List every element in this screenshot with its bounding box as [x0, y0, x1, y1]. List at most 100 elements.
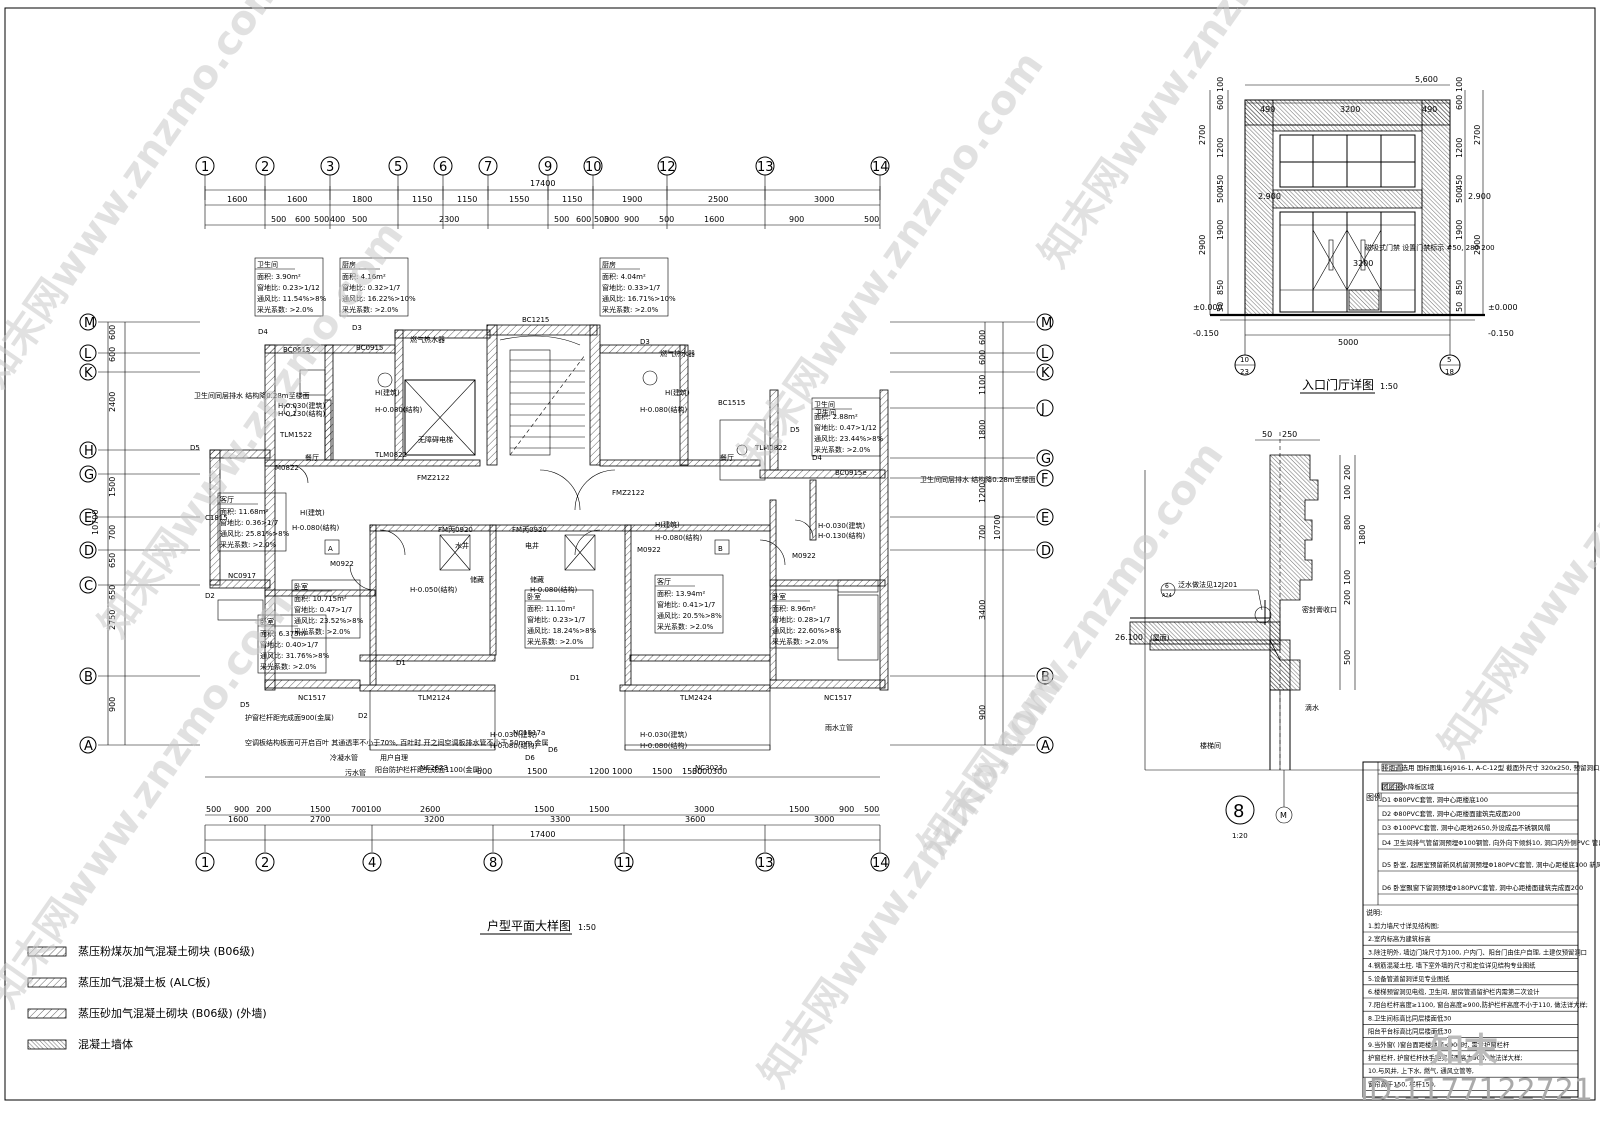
plan-label-h0080: H-0.080(结构) — [640, 405, 688, 414]
dim-right: 3400 — [978, 600, 987, 620]
axis-label-bottom: 1 — [201, 856, 209, 871]
legend-box-smoke — [1381, 763, 1403, 772]
note-line: 6.楼梯预留洞见电缆, 卫生间, 厨房管道留护栏内需第二次设计 — [1368, 987, 1540, 996]
dim-left: 600 — [108, 347, 117, 362]
plan-scale: 1:50 — [578, 923, 596, 932]
axis-label-top: 14 — [872, 160, 889, 175]
plan-label-drain-note2: 卫生间同层排水 结构降0.28m至楼面 — [920, 475, 1036, 484]
room-window-ratio: 窗地比: 0.41>1/7 — [657, 600, 715, 609]
elev-left-dim: 2700 — [1198, 125, 1207, 145]
axis-label-right: G — [1041, 452, 1051, 467]
note-line: 窗帘高于150, 栏杆150, — [1368, 1079, 1436, 1088]
legend-item: 蒸压砂加气混凝土砌块 (B06级) (外墙) — [78, 1006, 267, 1020]
elev-right-dim: 100 — [1455, 77, 1464, 92]
dim-right: 1200 — [978, 483, 987, 503]
dim-bottom-2: 1500 — [789, 805, 809, 814]
dim-bottom-2: 500 — [864, 805, 879, 814]
dim-bottom-2: 900 — [234, 805, 249, 814]
axis-bubble — [870, 852, 890, 872]
elev-axis-right-bottom: 18 — [1445, 368, 1454, 376]
axis-label-bottom: 11 — [616, 856, 633, 871]
plan-label-bc0915: BC0915 — [356, 344, 383, 352]
dim-bottom-2: 200 — [256, 805, 271, 814]
plan-label-kt: 卫生间 — [815, 408, 836, 417]
plan-label-d4b: D4 — [812, 454, 822, 462]
dim-top-1: 1150 — [562, 195, 582, 204]
axis-label-top: 13 — [757, 160, 774, 175]
section-drip: 滴水 — [1305, 703, 1319, 712]
plan-label-elevator: 无障碍电梯 — [418, 435, 453, 444]
room-name: 卫生间 — [257, 260, 278, 269]
dim-top-2: 600 — [295, 215, 310, 224]
elev-level-m150-right: -0.150 — [1488, 329, 1514, 338]
axis-label-right: E — [1041, 511, 1049, 526]
axis-label-top: 12 — [659, 160, 676, 175]
elevation-title: 入口门厅详图 — [1302, 377, 1374, 392]
elev-left-dim: 850 — [1216, 280, 1225, 295]
axis-bubble — [583, 156, 603, 176]
axis-bubble — [1036, 313, 1054, 331]
dim-top-2: 500 — [314, 215, 329, 224]
plan-label-nc2623: NC2623 — [420, 764, 448, 772]
room-area: 面积: 6.375m² — [260, 629, 308, 638]
section-right-dim: 800 — [1343, 515, 1352, 530]
dim-right: 900 — [978, 705, 987, 720]
axis-label-right: L — [1041, 347, 1049, 362]
axis-label-top: 10 — [585, 160, 602, 175]
legend-swatch — [27, 1039, 67, 1050]
plan-label-nc3023: NC3023 — [695, 764, 723, 772]
room-name: 客厅 — [657, 577, 671, 586]
unit-b-label: B — [718, 545, 723, 553]
elev-right-dim: 600 — [1455, 95, 1464, 110]
dim-bottom-2: 100 — [366, 805, 381, 814]
unit-marks: A B — [324, 539, 730, 555]
note-line: 9.当外窗( )窗台面距楼地面<900时, 需设护窗栏杆 — [1368, 1040, 1510, 1049]
axis-bubble — [1036, 344, 1054, 362]
notes-title: 说明: — [1366, 908, 1382, 917]
axis-bubble — [1036, 469, 1054, 487]
axis-label-bottom: 4 — [368, 856, 376, 871]
dim-top-2: 500 — [271, 215, 286, 224]
dim-top-2: 500 — [659, 215, 674, 224]
section-right-dim: 500 — [1343, 650, 1352, 665]
legend-swatch — [27, 1008, 67, 1019]
axis-bubble — [1036, 667, 1054, 685]
elevation-scale: 1:50 — [1380, 382, 1398, 391]
table-row: D3 Φ100PVC套管, 洞中心距地2650,外设成品不锈钢风帽 — [1382, 823, 1551, 832]
plan-label-h-arch: H(建筑) — [375, 388, 400, 397]
dim-left: 1500 — [108, 477, 117, 497]
axis-bubble — [478, 156, 498, 176]
logo-watermark: 知末 — [1430, 1031, 1498, 1071]
room-vent-ratio: 通风比: 20.5%>8% — [657, 611, 722, 620]
axis-bubble — [195, 852, 215, 872]
elev-width-dim: 5000 — [1338, 338, 1358, 347]
plan-label-d5c: D5 — [790, 426, 800, 434]
plan-label-guard2: 阳台防护栏杆距完成面1100(金属) — [375, 765, 483, 774]
plan-label-h-arch: H(建筑) — [665, 388, 690, 397]
room-window-ratio: 窗地比: 0.47>1/7 — [294, 605, 352, 614]
axis-bubble — [538, 156, 558, 176]
plan-label-d5: D5 — [190, 444, 200, 452]
axis-bubble — [388, 156, 408, 176]
room-tag — [254, 257, 324, 317]
elev-right-dim: 850 — [1455, 280, 1464, 295]
room-tag — [524, 589, 594, 649]
section-seal: 密封膏收口 — [1302, 605, 1337, 614]
plan-label-d2b: D2 — [358, 712, 368, 720]
elev-right-dim: 450 — [1455, 175, 1464, 190]
dim-top-2: 900 — [789, 215, 804, 224]
axis-bubble — [362, 852, 382, 872]
room-vent-ratio: 通风比: 25.81%>8% — [220, 529, 290, 538]
elev-inner-dim: 490 — [1422, 105, 1437, 114]
table-row: 同层排水降板区域 — [1382, 782, 1435, 791]
dim-bottom-1: 300 — [712, 767, 727, 776]
elev-left-dim: 500 — [1216, 188, 1225, 203]
axis-bubble — [870, 156, 890, 176]
note-line: 3.除注明外, 墙边门垛尺寸为100, 户内门、阳台门由住户自理, 土建仅预留洞… — [1368, 947, 1587, 956]
axis-label-bottom: 14 — [872, 856, 889, 871]
